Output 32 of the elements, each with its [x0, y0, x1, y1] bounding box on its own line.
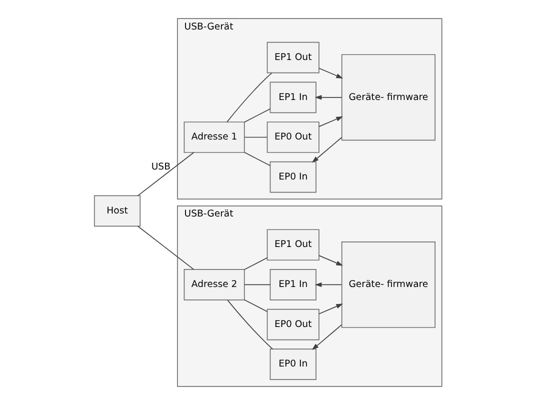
node-box: EP0 Out: [266, 122, 319, 153]
arrow: [318, 116, 342, 127]
node-box: EP1 In: [269, 82, 316, 114]
connector: [226, 72, 272, 122]
connector: [244, 299, 268, 312]
arrow: [314, 282, 342, 288]
node-box: EP1 In: [269, 269, 316, 300]
connector: [136, 226, 194, 270]
connector: [244, 284, 270, 286]
edge-label: USB: [150, 161, 170, 172]
connector: [136, 152, 194, 196]
arrow: [318, 68, 342, 78]
arrow: [314, 95, 342, 100]
connector: [226, 300, 273, 350]
connector: [244, 108, 270, 122]
arrow: [318, 255, 342, 266]
node-box: Host: [93, 195, 140, 227]
node-box: Adresse 1: [183, 122, 244, 153]
node-box: EP1 Out: [266, 42, 319, 74]
arrow: [311, 137, 342, 163]
node-box: Geräte- firmware: [340, 54, 435, 141]
node-box: EP0 In: [269, 161, 316, 193]
connector: [244, 152, 270, 166]
node-box: Geräte- firmware: [340, 241, 435, 328]
connector: [244, 257, 268, 270]
arrow: [311, 324, 342, 350]
arrow: [318, 304, 342, 314]
connector: [244, 136, 268, 138]
node-box: EP1 Out: [266, 229, 319, 261]
node-box: EP0 Out: [266, 308, 319, 340]
node-box: Adresse 2: [183, 269, 244, 300]
node-box: EP0 In: [269, 348, 316, 380]
